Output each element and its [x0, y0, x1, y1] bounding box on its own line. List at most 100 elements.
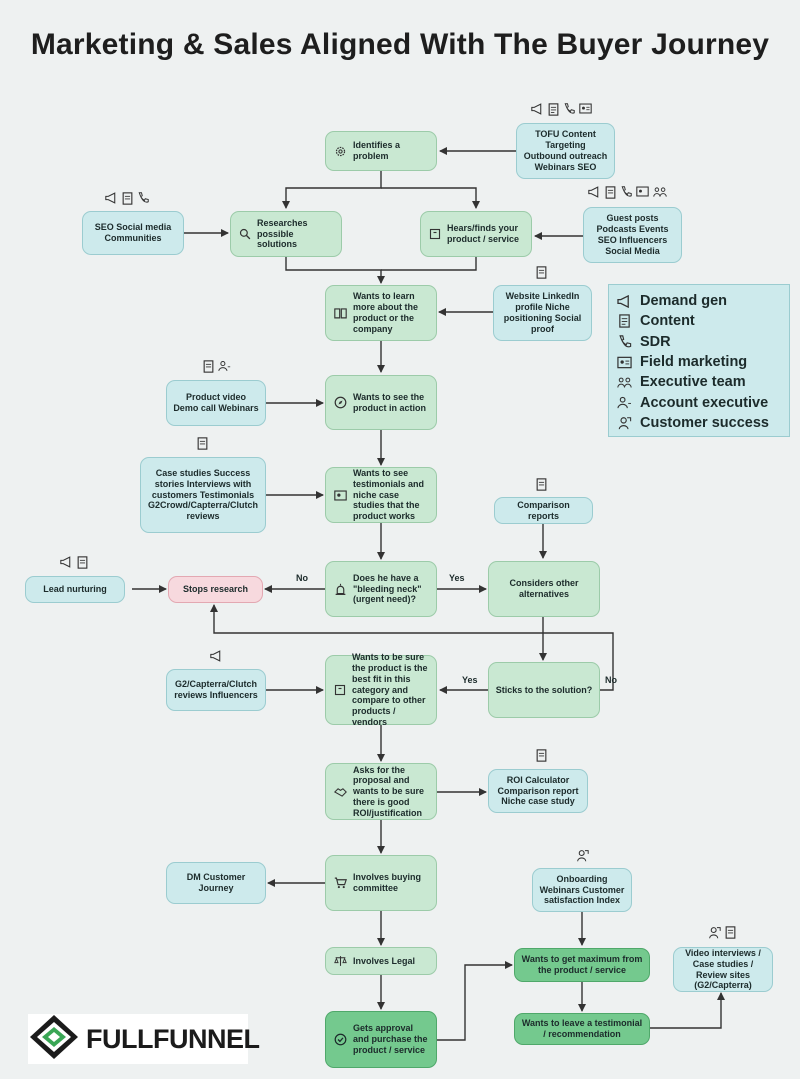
source-case-studies: Case studies Success stories Interviews …	[140, 457, 266, 533]
legend-label: Executive team	[640, 374, 746, 391]
source-tofu: TOFU Content Targeting Outbound outreach…	[516, 123, 615, 179]
source-label: Onboarding Webinars Customer satisfactio…	[539, 873, 625, 906]
legend-item-executive-team: Executive team	[617, 372, 781, 392]
search-icon	[239, 228, 251, 240]
source-label: Website LinkedIn profile Niche positioni…	[503, 291, 582, 334]
megaphone-icon	[105, 192, 118, 205]
id-card-icon	[579, 103, 592, 116]
logo-mark-icon	[28, 1014, 80, 1065]
source-video-interviews: Video interviews / Case studies / Review…	[673, 947, 773, 992]
step-label: Sticks to the solution?	[495, 684, 593, 695]
document-icon	[197, 437, 208, 450]
step-label: Asks for the proposal and wants to be su…	[353, 764, 425, 818]
step-see-in-action: Wants to see the product in action	[325, 375, 437, 430]
legend-item-demand-gen: Demand gen	[617, 291, 781, 311]
legend-item-customer-success: Customer success	[617, 413, 781, 433]
phone-icon	[617, 335, 632, 349]
team-icons-lead-nurturing	[60, 556, 88, 569]
step-bleeding-neck: Does he have a "bleeding neck" (urgent n…	[325, 561, 437, 617]
legend: Demand gen Content SDR Field marketing E…	[608, 284, 790, 437]
phone-icon	[137, 192, 149, 205]
team-icons-comparison	[536, 478, 547, 491]
source-label: TOFU Content Targeting Outbound outreach…	[523, 129, 608, 172]
id-card-icon	[636, 186, 649, 199]
legend-label: Customer success	[640, 414, 769, 431]
source-label: DM Customer Journey	[186, 872, 246, 893]
source-onboarding: Onboarding Webinars Customer satisfactio…	[532, 868, 632, 912]
edge-sticks-no-stops	[210, 604, 614, 691]
source-seo-social: SEO Social media Communities	[82, 211, 184, 255]
team-icon	[617, 376, 632, 389]
step-label: Gets approval and purchase the product /…	[353, 1023, 428, 1055]
step-label: Involves Legal	[353, 955, 416, 966]
check-circle-icon	[334, 1033, 347, 1046]
step-label: Wants to leave a testimonial / recommend…	[521, 1018, 643, 1039]
step-approval-purchase: Gets approval and purchase the product /…	[325, 1011, 437, 1068]
legend-label: SDR	[640, 333, 671, 350]
person-icon	[617, 396, 632, 409]
gear-icon	[334, 145, 347, 158]
compass-icon	[334, 396, 347, 409]
step-label: Does he have a "bleeding neck" (urgent n…	[353, 572, 422, 605]
source-label: Lead nurturing	[43, 584, 107, 595]
source-label: Product video Demo call Webinars	[173, 392, 259, 413]
source-lead-nurturing: Lead nurturing	[25, 576, 125, 603]
source-website: Website LinkedIn profile Niche positioni…	[493, 285, 592, 341]
cart-icon	[334, 877, 347, 889]
edge-label-no: No	[296, 573, 308, 583]
scales-icon	[334, 955, 347, 967]
page-title: Marketing & Sales Aligned With The Buyer…	[30, 28, 770, 61]
legend-item-content: Content	[617, 311, 781, 331]
megaphone-icon	[531, 103, 544, 116]
source-g2-reviews: G2/Capterra/Clutch reviews Influencers	[166, 669, 266, 711]
phone-icon	[563, 103, 575, 116]
legend-item-field-marketing: Field marketing	[617, 352, 781, 372]
step-get-maximum: Wants to get maximum from the product / …	[514, 948, 650, 982]
edge-researches-learn	[285, 256, 385, 284]
step-label: Wants to get maximum from the product / …	[521, 954, 643, 975]
source-label: Comparison reports	[517, 499, 570, 521]
phone-icon	[620, 186, 632, 199]
document-icon	[536, 478, 547, 491]
step-buying-committee: Involves buying committee	[325, 855, 437, 911]
box-icon	[429, 228, 441, 240]
book-icon	[334, 307, 347, 319]
team-icons-video-interviews	[708, 926, 736, 939]
document-icon	[536, 266, 547, 279]
person-icon	[218, 360, 231, 373]
edge-approval-maximum	[437, 961, 513, 1041]
team-icons-case-studies	[197, 437, 208, 450]
step-testimonials: Wants to see testimonials and niche case…	[325, 467, 437, 523]
logo-text: FULLFUNNEL	[86, 1023, 260, 1054]
edge-identifies-split	[282, 171, 382, 209]
support-icon	[708, 926, 721, 939]
team-icons-product-video	[203, 360, 231, 373]
support-icon	[576, 849, 589, 862]
step-label: Stops research	[182, 584, 249, 595]
legend-label: Field marketing	[640, 354, 748, 371]
alarm-icon	[334, 583, 347, 596]
step-label: Wants to see the product in action	[353, 391, 426, 413]
step-researches: Researches possible solutions	[230, 211, 342, 257]
step-label: Identifies a problem	[353, 140, 401, 161]
step-stops-research: Stops research	[168, 576, 263, 603]
source-label: SEO Social media Communities	[94, 222, 172, 243]
step-leave-testimonial: Wants to leave a testimonial / recommend…	[514, 1013, 650, 1045]
edge-label-yes-sticks: Yes	[462, 675, 478, 685]
team-icons-g2	[210, 650, 223, 662]
edge-hears-learn	[381, 256, 477, 271]
step-label: Wants to learn more about the product or…	[353, 291, 419, 334]
source-comparison-reports: Comparison reports	[494, 497, 593, 524]
step-involves-legal: Involves Legal	[325, 947, 437, 975]
document-icon	[548, 103, 559, 116]
source-product-video: Product video Demo call Webinars	[166, 380, 266, 426]
edge-label-no-sticks: No	[605, 675, 617, 685]
handshake-icon	[334, 786, 347, 798]
step-identifies-problem: Identifies a problem	[325, 131, 437, 171]
step-label: Wants to be sure the product is the best…	[352, 652, 428, 727]
step-sticks-solution: Sticks to the solution?	[488, 662, 600, 718]
team-icons-website	[536, 266, 547, 279]
legend-label: Demand gen	[640, 293, 728, 310]
document-icon	[536, 749, 547, 762]
team-icons-seo-social	[105, 192, 149, 205]
